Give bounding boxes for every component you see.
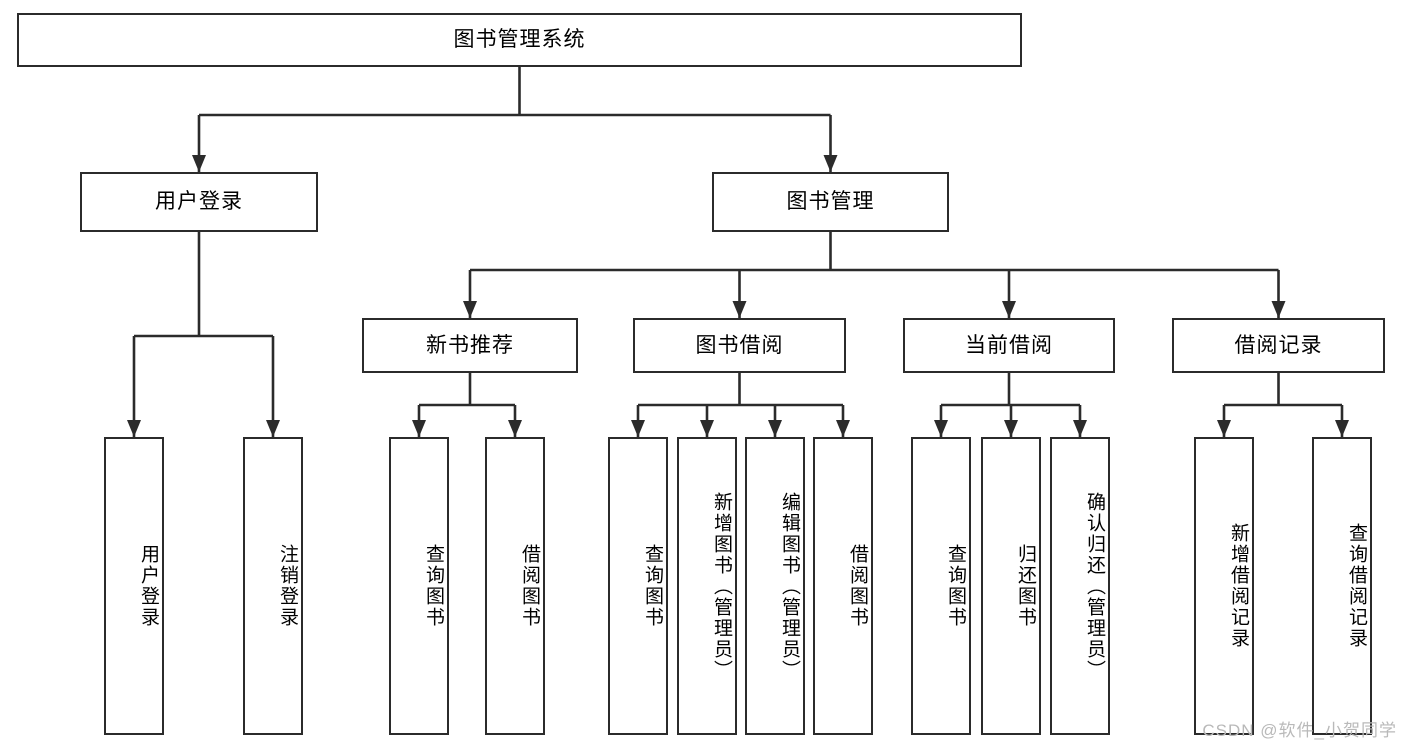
arrowhead-icon: [192, 155, 206, 172]
arrowhead-icon: [823, 155, 838, 172]
node-user-login[interactable]: 用户登录: [80, 172, 318, 232]
node-label: 图书借阅: [695, 333, 784, 357]
node-leaf-borrow-book[interactable]: 借阅图书: [813, 437, 873, 735]
arrowhead-icon: [1002, 301, 1016, 318]
arrowhead-icon: [463, 301, 477, 318]
node-label: 归还图书: [1015, 544, 1036, 628]
node-label: 借阅记录: [1234, 333, 1323, 357]
arrowhead-icon: [768, 420, 782, 437]
node-label: 新增图书（管理员）: [711, 491, 732, 681]
node-root[interactable]: 图书管理系统: [17, 13, 1022, 67]
arrowhead-icon: [127, 420, 141, 437]
arrowhead-icon: [631, 420, 645, 437]
arrowhead-icon: [1004, 420, 1018, 437]
node-label: 查询借阅记录: [1346, 523, 1367, 649]
node-new-book-rec[interactable]: 新书推荐: [362, 318, 578, 373]
node-label: 新增借阅记录: [1228, 523, 1249, 649]
arrowhead-icon: [934, 420, 948, 437]
node-current-borrow[interactable]: 当前借阅: [903, 318, 1115, 373]
arrowhead-icon: [412, 420, 426, 437]
node-label: 图书管理系统: [453, 28, 586, 52]
node-label: 用户登录: [138, 544, 159, 628]
node-leaf-query-book-borrow[interactable]: 查询图书: [608, 437, 668, 735]
node-leaf-add-record[interactable]: 新增借阅记录: [1194, 437, 1254, 735]
node-label: 用户登录: [155, 190, 243, 214]
node-leaf-query-book-current[interactable]: 查询图书: [911, 437, 971, 735]
node-book-borrow[interactable]: 图书借阅: [633, 318, 846, 373]
node-label: 编辑图书（管理员）: [779, 491, 800, 681]
node-label: 借阅图书: [847, 544, 868, 628]
arrowhead-icon: [266, 420, 280, 437]
node-leaf-add-book[interactable]: 新增图书（管理员）: [677, 437, 737, 735]
node-label: 确认归还（管理员）: [1084, 491, 1105, 681]
node-label: 查询图书: [642, 544, 663, 628]
node-leaf-user-login[interactable]: 用户登录: [104, 437, 164, 735]
arrowhead-icon: [836, 420, 850, 437]
arrowhead-icon: [732, 301, 747, 318]
arrowhead-icon: [508, 420, 522, 437]
node-leaf-borrow-book-rec[interactable]: 借阅图书: [485, 437, 545, 735]
arrowhead-icon: [700, 420, 714, 437]
node-leaf-return-book[interactable]: 归还图书: [981, 437, 1041, 735]
node-leaf-user-logout[interactable]: 注销登录: [243, 437, 303, 735]
node-label: 查询图书: [945, 544, 966, 628]
arrowhead-icon: [1271, 301, 1286, 318]
node-leaf-query-book-rec[interactable]: 查询图书: [389, 437, 449, 735]
arrowhead-icon: [1335, 420, 1349, 437]
node-label: 当前借阅: [965, 333, 1053, 357]
arrowhead-icon: [1073, 420, 1087, 437]
node-borrow-record[interactable]: 借阅记录: [1172, 318, 1385, 373]
node-book-manage[interactable]: 图书管理: [712, 172, 949, 232]
node-label: 注销登录: [277, 544, 298, 628]
node-label: 新书推荐: [426, 333, 514, 357]
node-label: 图书管理: [786, 190, 875, 214]
arrowhead-icon: [1217, 420, 1231, 437]
node-leaf-confirm-return[interactable]: 确认归还（管理员）: [1050, 437, 1110, 735]
node-leaf-query-record[interactable]: 查询借阅记录: [1312, 437, 1372, 735]
node-label: 借阅图书: [519, 544, 540, 628]
node-label: 查询图书: [423, 544, 444, 628]
node-leaf-edit-book[interactable]: 编辑图书（管理员）: [745, 437, 805, 735]
